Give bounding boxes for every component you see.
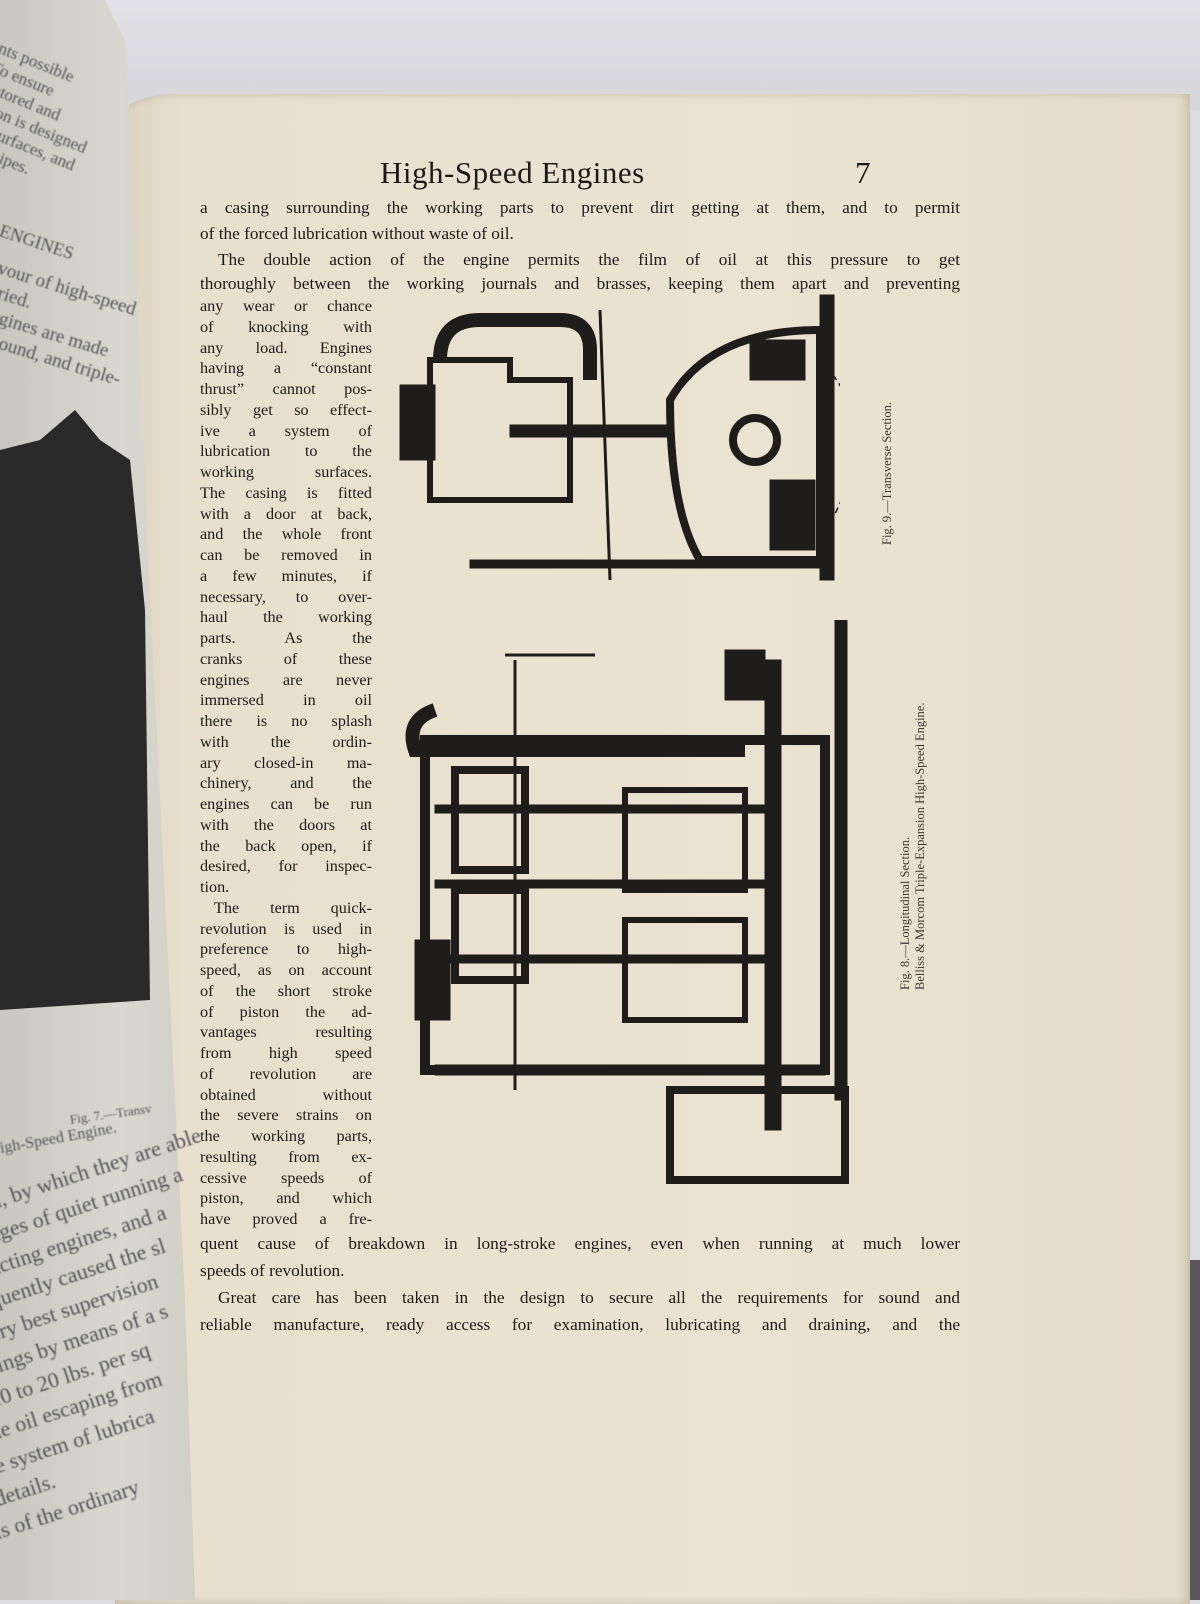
narrow-text-column: any wear or chance of knocking with any lo… xyxy=(200,296,372,1230)
page-number: 7 xyxy=(855,155,871,190)
text-line: cranks of these xyxy=(200,649,372,668)
text-line: have proved a fre- xyxy=(200,1210,372,1228)
text-line: from high speed xyxy=(200,1044,372,1062)
text-line: speed, as on account xyxy=(200,961,372,979)
crankcase xyxy=(622,917,748,1023)
text-line: tion. xyxy=(200,878,230,896)
text-line: working surfaces. xyxy=(200,463,372,481)
text-line: of the forced lubrication without waste … xyxy=(200,224,514,243)
text-line: ive a system of xyxy=(200,421,372,440)
text-line: necessary, to over- xyxy=(200,587,372,606)
valve xyxy=(414,939,451,1021)
text-line: having a “constant xyxy=(200,359,372,378)
crank-casing xyxy=(665,325,824,564)
text-line: speeds of revolution. xyxy=(200,1261,345,1280)
governor xyxy=(724,649,766,701)
fig7-engine-illustration xyxy=(0,410,150,1010)
valve-chest xyxy=(399,384,436,461)
text-line: thoroughly between the working journals … xyxy=(200,274,960,293)
text-line: of knocking with xyxy=(200,317,372,336)
text-line: can be removed in xyxy=(200,546,372,564)
floor xyxy=(666,1086,849,1184)
text-line: piston, and which xyxy=(200,1189,372,1208)
text-line: The term quick- xyxy=(214,898,372,917)
running-title: High-Speed Engines xyxy=(380,155,645,190)
text-line: of revolution are xyxy=(200,1064,372,1083)
piston-rod xyxy=(434,879,776,889)
text-line: quent cause of breakdown in long-stroke … xyxy=(200,1234,960,1253)
piston-rod xyxy=(434,954,776,964)
steam-pipe xyxy=(405,703,745,757)
support-rod xyxy=(598,309,612,581)
text-line: any load. Engines xyxy=(200,338,372,357)
frame-block xyxy=(749,339,806,381)
wall xyxy=(834,620,848,1101)
text-line: haul the working xyxy=(200,608,372,627)
right-page xyxy=(115,94,1190,1604)
text-line: The double action of the engine permits … xyxy=(218,250,960,269)
text-line: and the whole front xyxy=(200,525,372,544)
cylinder xyxy=(451,886,529,984)
text-line: Great care has been taken in the design … xyxy=(218,1288,960,1307)
dashed-arc xyxy=(819,359,840,541)
text-line: of piston the ad- xyxy=(200,1002,372,1021)
frame-block xyxy=(769,479,816,551)
base xyxy=(469,559,831,569)
text-line: the back open, if xyxy=(200,836,372,855)
text-line: the working parts, xyxy=(200,1127,372,1145)
text-line: the severe strains on xyxy=(200,1106,372,1125)
text-line: desired, for inspec- xyxy=(200,857,372,876)
engine-caption: Belliss & Morcom Triple-Expansion High-S… xyxy=(913,702,927,990)
crankcase xyxy=(622,787,748,893)
text-line: revolution is used in xyxy=(200,919,372,938)
text-line: immersed in oil xyxy=(200,691,372,710)
fig9-caption: Fig. 9.—Transverse Section. xyxy=(880,402,894,545)
text-line: cessive speeds of xyxy=(200,1168,372,1187)
text-line: chinery, and the xyxy=(200,774,372,793)
text-line: ary closed-in ma- xyxy=(200,753,372,772)
text-line: with the ordin- xyxy=(200,732,372,751)
text-line: of the short stroke xyxy=(200,981,372,1000)
fig9-transverse-section-illustration xyxy=(399,294,840,581)
base xyxy=(434,1064,826,1076)
text-line: a few minutes, if xyxy=(200,566,372,585)
text-line: vantages resulting xyxy=(200,1023,372,1042)
text-line: sibly get so effect- xyxy=(200,400,372,419)
text-line: The casing is fitted xyxy=(200,483,372,502)
text-line: resulting from ex- xyxy=(200,1147,372,1166)
steam-pipe xyxy=(433,313,597,380)
text-line: preference to high- xyxy=(200,940,372,959)
text-line: parts. As the xyxy=(200,629,372,647)
text-line: engines can be run xyxy=(200,795,372,813)
cylinder xyxy=(451,766,529,874)
text-line: reliable manufacture, ready access for e… xyxy=(200,1315,960,1334)
text-line: any wear or chance xyxy=(200,297,372,315)
text-line: there is no splash xyxy=(200,712,372,730)
text-line: lubrication to the xyxy=(200,442,372,461)
piston-rod xyxy=(434,804,776,814)
text-line: engines are never xyxy=(200,670,372,689)
fig8-caption: Fig. 8.—Longitudinal Section. xyxy=(898,836,912,990)
text-line: a casing surrounding the working parts t… xyxy=(200,198,960,217)
text-line: with the doors at xyxy=(200,815,372,834)
text-line: with a door at back, xyxy=(200,504,372,523)
crank xyxy=(729,414,781,466)
background xyxy=(0,0,1200,110)
fig8-longitudinal-section-illustration xyxy=(405,620,849,1184)
crankshaft xyxy=(764,659,782,1131)
cylinder-casing xyxy=(427,357,573,503)
piston-rod xyxy=(509,424,671,438)
text-line: thrust” cannot pos- xyxy=(200,380,372,398)
text-line: obtained without xyxy=(200,1085,372,1104)
